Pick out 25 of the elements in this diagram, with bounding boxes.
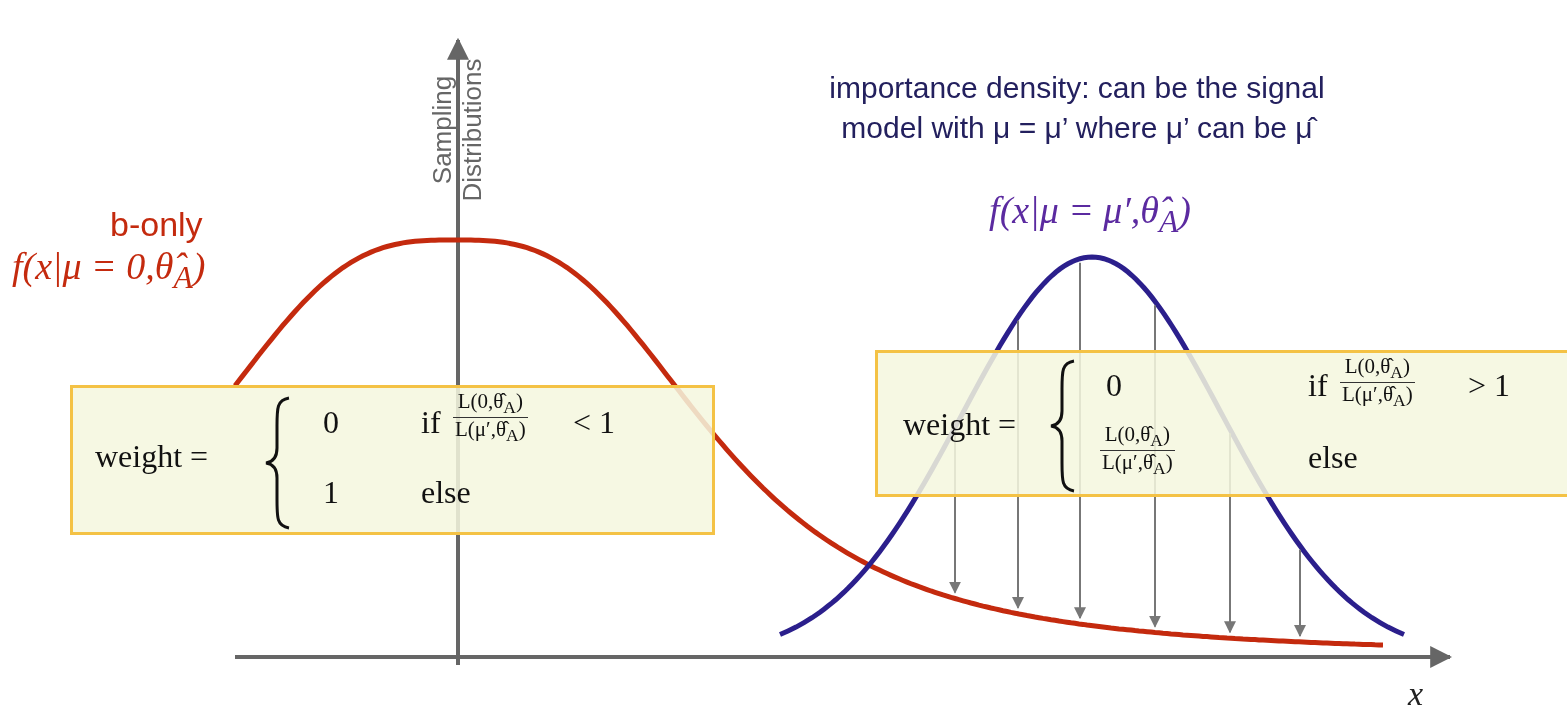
formula-text: if bbox=[421, 406, 441, 438]
formula-box bbox=[70, 385, 715, 535]
formula-text: weight = bbox=[95, 440, 209, 472]
formula-text: if bbox=[1308, 369, 1328, 401]
fraction-denominator: L(μ′,θ̂$_{A}$) bbox=[454, 418, 527, 445]
axis-label: Sampling Distributions bbox=[428, 57, 488, 204]
fraction-numerator: L(0,θ̂$_{A}$) bbox=[1343, 355, 1411, 382]
axis-label: x bbox=[1408, 675, 1424, 713]
formula-text: else bbox=[1308, 441, 1358, 473]
formula-text: 1 bbox=[323, 476, 339, 508]
fraction-numerator: L(0,θ̂$_{A}$) bbox=[1103, 423, 1171, 450]
formula-text: else bbox=[421, 476, 471, 508]
formula-label: f(x|μ = μ′,θ̂$_{A}$) bbox=[989, 190, 1191, 240]
formula-label: f(x|μ = 0,θ̂$_{A}$) bbox=[12, 246, 206, 296]
curve-label: b-only bbox=[110, 206, 203, 244]
formula-text: 0 bbox=[1106, 369, 1122, 401]
fraction-numerator: L(0,θ̂$_{A}$) bbox=[456, 390, 524, 417]
fraction-denominator: L(μ′,θ̂$_{A}$) bbox=[1341, 383, 1414, 410]
formula-box bbox=[875, 350, 1567, 497]
fraction-denominator: L(μ′,θ̂$_{A}$) bbox=[1101, 451, 1174, 478]
formula-text: < 1 bbox=[573, 406, 616, 438]
formula-text: 0 bbox=[323, 406, 339, 438]
annotation-text: importance density: can be the signal model with μ = μ’ where μ’ can be μ̂ bbox=[828, 70, 1326, 146]
formula-text: > 1 bbox=[1468, 369, 1511, 401]
formula-text: weight = bbox=[903, 408, 1017, 440]
